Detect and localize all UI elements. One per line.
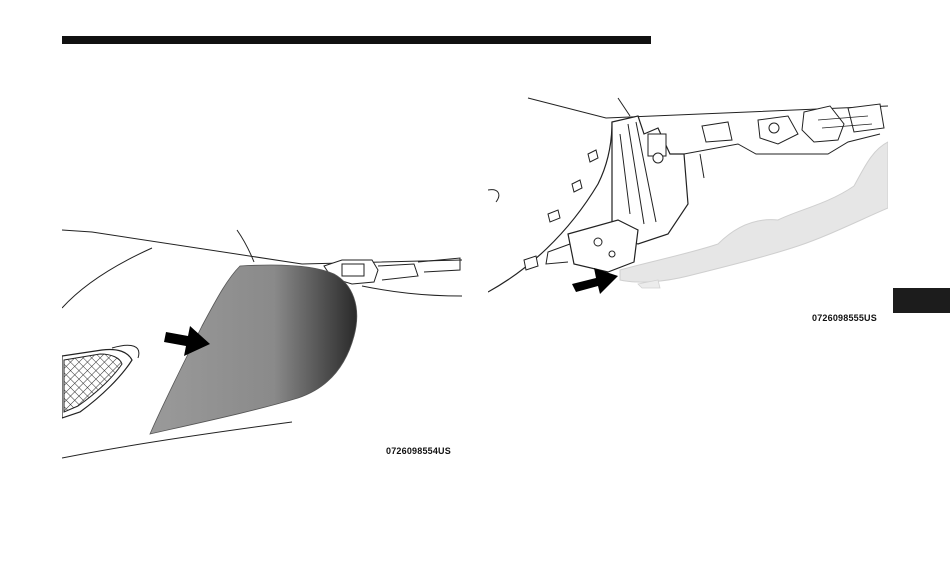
fog-lamp-grille: [62, 345, 139, 418]
section-thumb-tab: [893, 288, 950, 313]
arrow-right-icon: [572, 268, 618, 294]
bumper-fascia-drawing: [62, 226, 464, 462]
fascia-panel: [150, 265, 357, 434]
underbody-shield-drawing: [488, 94, 888, 298]
figure-code-right: 0726098555US: [812, 313, 877, 323]
illustration-bumper-fascia: [62, 226, 464, 462]
illustration-underbody-shield: [488, 94, 888, 298]
header-rule: [62, 36, 651, 44]
figure-code-left: 0726098554US: [386, 446, 451, 456]
